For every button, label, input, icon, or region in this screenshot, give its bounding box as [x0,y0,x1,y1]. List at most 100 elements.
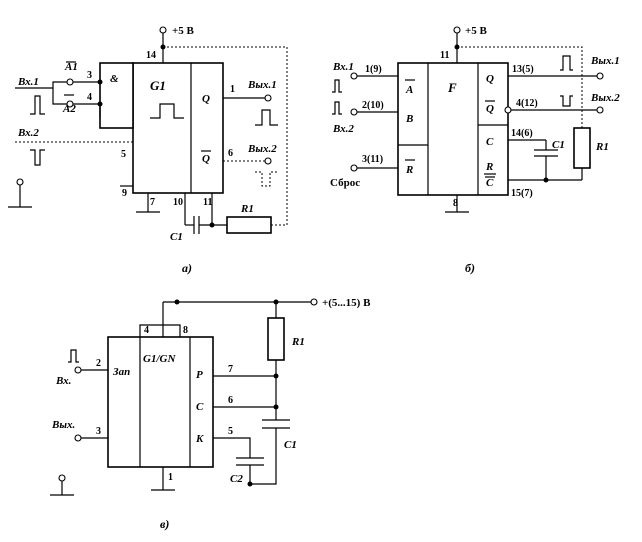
rc-b-bot: C [486,177,494,189]
pin-c-1: 1 [168,472,173,483]
c-c-node [273,404,279,410]
pin-a-5: 5 [121,149,126,160]
and-label: & [110,73,119,85]
out1-a-label: Вых.1 [247,79,277,91]
pin-a-4: 4 [87,92,92,103]
r1-a [226,216,272,234]
in1-a-pulse [30,95,45,115]
rc-b-node [543,177,549,183]
ground-a-terminal [16,178,24,186]
r-b-label: R [405,164,413,176]
out-c-terminal [74,434,82,442]
pin-a-10: 10 [173,197,183,208]
pin-c-8: 8 [183,325,188,336]
out2-a-pulse [255,171,278,187]
qbar-a-label: Q [202,153,210,165]
in-c-pulse [68,349,79,363]
pin11-node [209,222,215,228]
ground-c-terminal [58,474,66,482]
in1-a-branch-bot [52,88,67,105]
chip-a-pulse [150,103,184,119]
a1-terminal [66,78,74,86]
pin-c-6: 6 [228,395,233,406]
a1-node [97,79,103,85]
k-c-label: K [195,433,204,445]
in1-b-label: Вх.1 [332,61,354,73]
in1-a-label: Вх.1 [17,76,39,88]
k-c-wire [213,437,251,458]
in-c-label: Вх. [55,375,71,387]
c2-c-label: C2 [230,473,243,485]
c1-a-label: C1 [170,231,183,243]
pin-b-11: 11 [440,50,449,61]
caption-c: в) [160,517,169,531]
pin-b-1: 1(9) [365,64,382,75]
pin-b-2: 2(10) [362,100,384,111]
supply-b-label: +5 В [465,25,488,37]
in1-a-branch-top [52,81,67,88]
chip-b-label: F [447,80,457,95]
c1-b-label: C1 [552,139,565,151]
pin-a-11: 11 [203,197,212,208]
r1-c-label: R1 [291,336,305,348]
pin-a-7: 7 [150,197,155,208]
pin-a-14: 14 [146,50,156,61]
c-b-label: C [486,136,494,148]
pin-c-2: 2 [96,358,101,369]
qbar-b-label: Q [486,103,494,115]
in1-b-pulse [332,79,342,93]
out1-a-pulse [255,109,278,126]
pin-b-4: 4(12) [516,98,538,109]
diagram-c: Зап G1/GN P C K 4 8 +(5...15) В R1 7 6 C… [50,297,371,531]
out2-b-terminal [596,106,604,114]
in2-b-pulse [332,101,342,115]
pin-b-8: 8 [453,198,458,209]
q-a-label: Q [202,93,210,105]
in2-b-label: Вх.2 [332,123,354,135]
out2-b-label: Вых.2 [590,92,620,104]
supply-c-terminal [310,298,318,306]
pin-c-7: 7 [228,364,233,375]
chip-c-body [107,336,214,468]
c1-c-lead [250,428,277,485]
start-c-label: Зап [112,366,130,378]
out-c-label: Вых. [51,419,75,431]
in-c-terminal [74,366,82,374]
c2-c-node [247,481,253,487]
supply-b-bus [457,46,583,128]
out2-b-inv [504,106,512,114]
pin-c-5: 5 [228,426,233,437]
chip-a-body [132,62,224,194]
out1-b-label: Вых.1 [590,55,620,67]
a-b-label: A [405,84,413,96]
p-c-node [273,373,279,379]
a1-label: A1 [64,61,78,73]
pin-b-13: 13(5) [512,64,534,75]
chip-c-label: G1/GN [143,353,176,365]
supply-c-label: +(5...15) В [322,297,371,309]
rc-b-top: R [485,161,493,173]
reset-b-label: Сброс [330,177,360,189]
pin-b-15: 15(7) [511,188,533,199]
diagram-a: & G1 +5 В 14 Вх.1 A1 A2 3 4 Вх.2 [8,25,288,275]
chip-a-label: G1 [150,78,166,93]
r1-a-label: R1 [240,203,254,215]
pin-a-6: 6 [228,148,233,159]
pin-b-14: 14(6) [511,128,533,139]
q-b-label: Q [486,73,494,85]
out1-a-terminal [264,94,272,102]
caption-a: а) [182,261,192,275]
pin-a-1: 1 [230,84,235,95]
out2-a-label: Вых.2 [247,143,277,155]
p-c-label: P [196,369,203,381]
in2-a-label: Вх.2 [17,127,39,139]
out2-b-pulse [560,95,573,107]
pin4-loop [139,324,163,337]
r1-b [573,127,591,169]
c-c-label: C [196,401,204,413]
chip-b-body [397,62,509,196]
caption-b: б) [465,261,475,275]
pin-b-3: 3(11) [362,154,383,165]
a2-label: A2 [62,103,76,115]
